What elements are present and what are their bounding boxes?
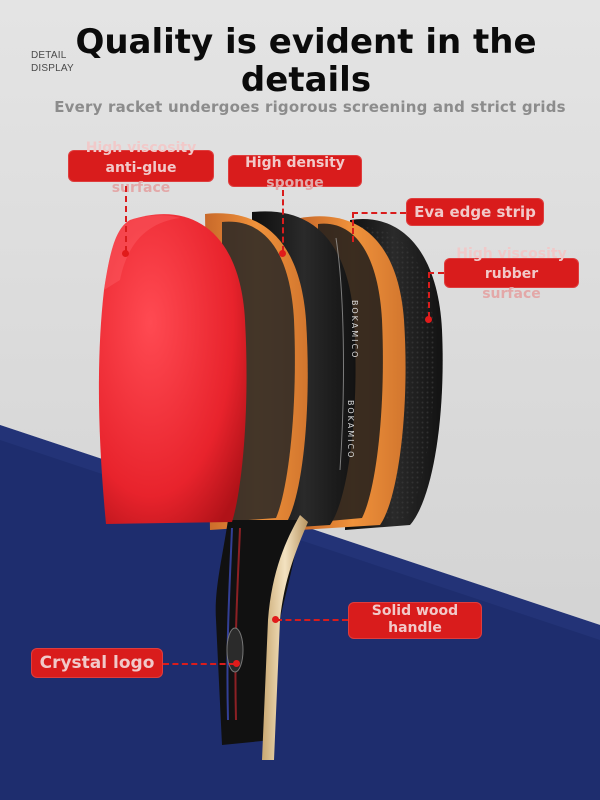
callout-sponge-line2: sponge <box>266 175 324 191</box>
callout-handle: Solid wood handle <box>348 602 482 639</box>
leader-sponge <box>282 190 284 252</box>
subtitle: Every racket undergoes rigorous screenin… <box>54 98 566 116</box>
leader-eva-edge <box>352 212 406 214</box>
callout-eva-edge: Eva edge strip <box>406 198 544 226</box>
page-title-line2: details <box>240 60 372 100</box>
marker-crystal-logo <box>233 660 240 667</box>
corner-label-line2: DISPLAY <box>31 63 74 74</box>
callout-eva-edge-label: Eva edge strip <box>414 203 536 221</box>
marker-anti-glue <box>122 250 129 257</box>
callout-rubber-line1: High viscosity <box>456 246 567 262</box>
leader-rubber <box>428 272 444 274</box>
callout-handle-line1: Solid wood <box>371 603 459 619</box>
leader-crystal-logo <box>163 663 235 665</box>
detail-display-label: DETAIL DISPLAY <box>31 49 74 75</box>
corner-label-line1: DETAIL <box>31 50 67 61</box>
callout-crystal-logo: Crystal logo <box>31 648 163 678</box>
callout-handle-line2: handle <box>388 620 442 636</box>
callout-sponge: High density sponge <box>228 155 362 191</box>
callout-anti-glue-line3: surface <box>111 180 171 196</box>
brand-text-upper: BOKAMICO <box>350 300 359 359</box>
leader-anti-glue <box>125 186 127 252</box>
red-rubber-blade <box>98 214 247 524</box>
callout-anti-glue-line1: High viscosity <box>85 140 197 156</box>
marker-sponge <box>279 250 286 257</box>
leader-handle <box>276 619 348 621</box>
callout-rubber: High viscosity rubber surface <box>444 246 579 302</box>
page-title-line1: Quality is evident in the <box>75 22 537 62</box>
marker-rubber <box>425 316 432 323</box>
callout-rubber-line2: rubber <box>484 266 539 282</box>
callout-rubber-line3: surface <box>482 286 541 302</box>
callout-anti-glue-line2: anti-glue <box>105 160 177 176</box>
marker-handle <box>272 616 279 623</box>
callout-crystal-logo-label: Crystal logo <box>39 653 155 673</box>
callout-sponge-line1: High density <box>245 155 345 171</box>
brand-text-lower: BOKAMICO <box>346 400 355 459</box>
callout-anti-glue: High viscosity anti-glue surface <box>68 140 214 196</box>
